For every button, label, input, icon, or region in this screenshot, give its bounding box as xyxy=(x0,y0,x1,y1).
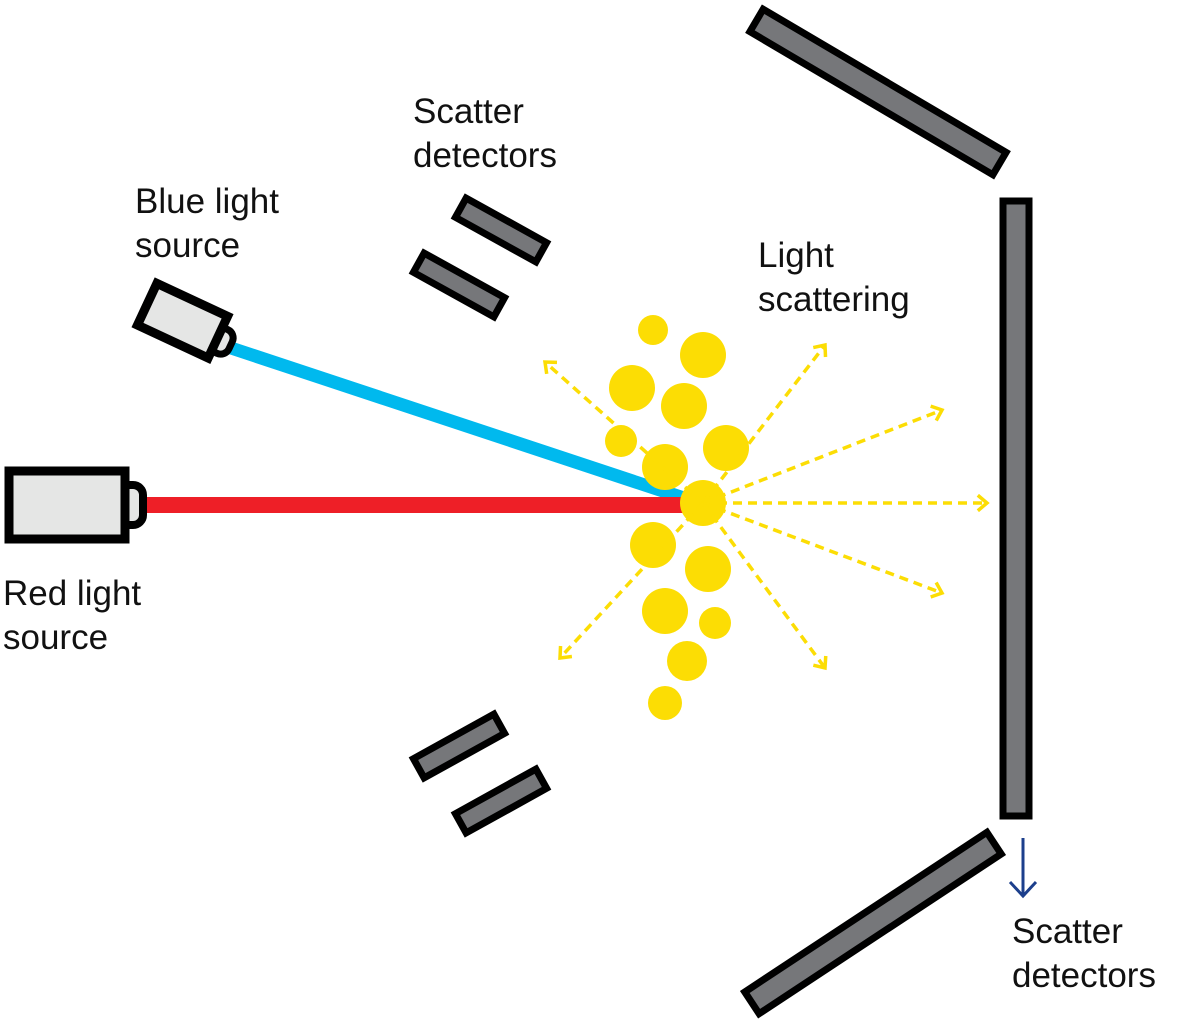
particle xyxy=(680,332,726,378)
particle xyxy=(638,315,668,345)
particle xyxy=(630,522,676,568)
scatter-arrow xyxy=(702,404,945,505)
particle xyxy=(605,425,637,457)
particle xyxy=(685,546,731,592)
scatter-detector-small xyxy=(450,764,552,838)
blue-light-source xyxy=(131,277,237,364)
scatter-detector-small xyxy=(408,709,510,783)
particle xyxy=(667,641,707,681)
particle xyxy=(661,383,707,429)
scatter-arrow xyxy=(701,342,828,505)
scatter-arrow xyxy=(558,501,705,660)
particle xyxy=(703,425,749,471)
scatter-arrow xyxy=(542,360,705,505)
particle xyxy=(648,686,682,720)
scatter-arrow xyxy=(701,501,828,671)
red-light-source xyxy=(4,466,147,544)
particle xyxy=(699,607,731,639)
scatter-arrow xyxy=(703,493,990,513)
scatter-detector-small xyxy=(450,193,552,267)
scatter-arrow xyxy=(702,501,945,599)
scatter-detector-top-right xyxy=(745,4,1011,180)
down-arrow-icon xyxy=(1008,838,1038,899)
particle xyxy=(609,365,655,411)
scatter-detector-forward xyxy=(999,197,1033,820)
blue-light-beam xyxy=(222,339,693,507)
particle xyxy=(642,588,688,634)
scatter-detector-small xyxy=(408,248,510,322)
scatter-detector-bottom-right xyxy=(739,827,1007,1019)
